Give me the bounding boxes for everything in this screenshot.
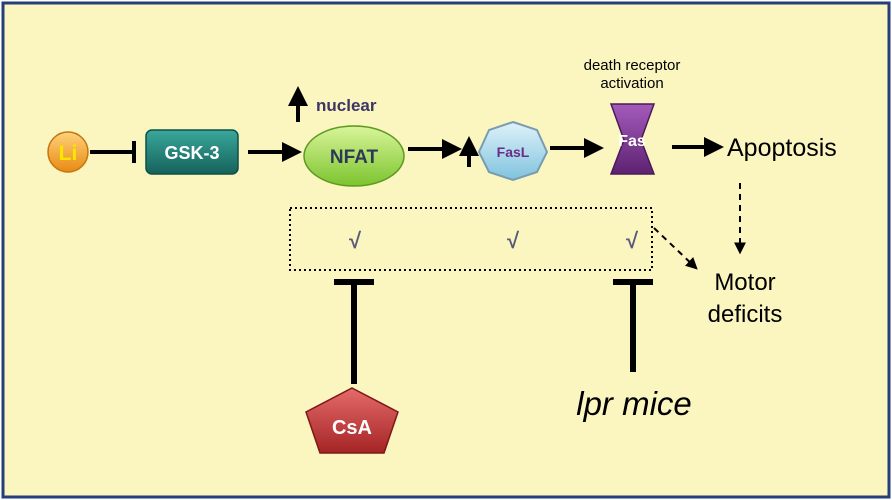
check-mark-fasl: √ (507, 228, 520, 253)
li-inhibits-gsk3 (90, 141, 136, 163)
gsk3-label: GSK-3 (164, 143, 219, 163)
li-label: Li (59, 142, 78, 165)
apoptosis-label: Apoptosis (727, 134, 837, 162)
csa-label: CsA (332, 417, 372, 439)
li-node: Li (47, 131, 89, 173)
motor-deficits-line2: deficits (708, 301, 783, 328)
nuclear-annotation: nuclear (288, 86, 377, 122)
fas-label: Fas (618, 133, 646, 150)
nfat-label: NFAT (330, 147, 379, 168)
arrow-box-motor (653, 227, 698, 270)
fas-node: Fas (609, 103, 656, 175)
gsk3-node: GSK-3 (145, 129, 239, 175)
csa-inhibits (334, 279, 374, 384)
nuclear-label: nuclear (316, 96, 377, 115)
lpr-mice-label: lpr mice (576, 385, 692, 422)
death-receptor-label-line1: death receptor (584, 57, 681, 74)
lpr-inhibits (613, 279, 653, 372)
nfat-node: NFAT (303, 125, 405, 187)
fasl-node: FasL (477, 120, 549, 182)
death-receptor-label-line2: activation (600, 75, 663, 92)
check-mark-nfat: √ (349, 228, 362, 253)
check-mark-fas: √ (626, 228, 639, 253)
motor-deficits-line1: Motor (714, 269, 775, 296)
fasl-label: FasL (497, 144, 530, 160)
intervention-box (289, 207, 653, 271)
csa-node: CsA (305, 387, 399, 454)
